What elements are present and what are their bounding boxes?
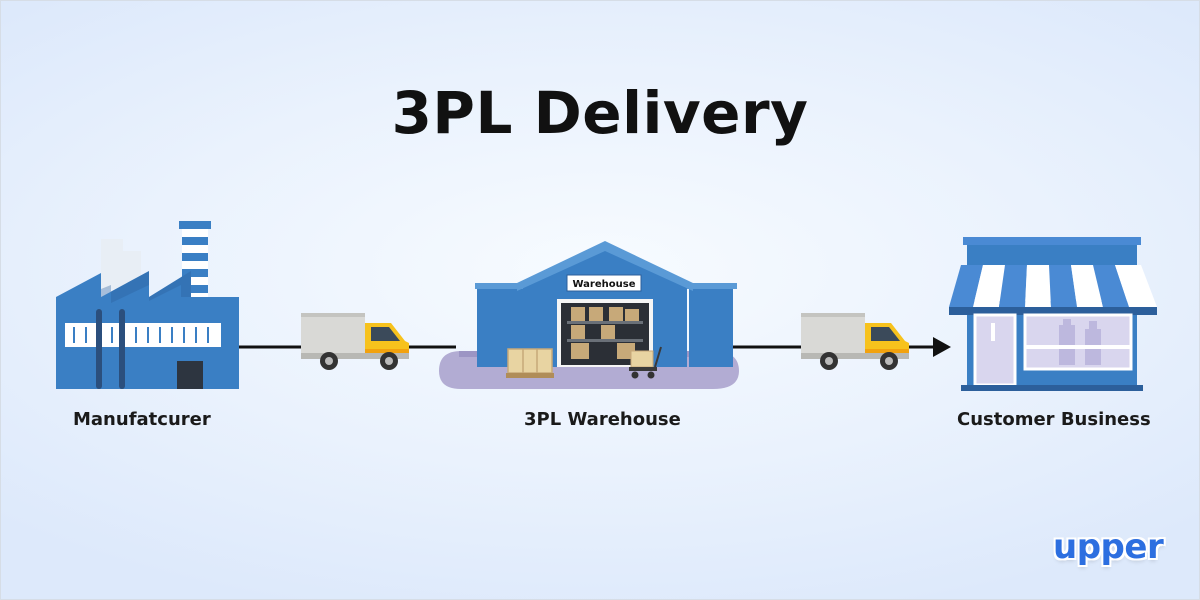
delivery-truck-1-icon bbox=[301, 313, 409, 370]
warehouse-icon bbox=[439, 241, 739, 389]
warehouse-label: 3PL Warehouse bbox=[524, 409, 681, 430]
manufacturer-label: Manufatcurer bbox=[73, 409, 211, 430]
warehouse-sign-label: Warehouse bbox=[573, 279, 636, 290]
delivery-truck-2-icon bbox=[801, 313, 909, 370]
flow-arrowhead bbox=[933, 337, 951, 357]
diagram-title: 3PL Delivery bbox=[391, 79, 809, 147]
upper-logo: upper bbox=[1053, 527, 1164, 567]
store-icon bbox=[949, 237, 1157, 391]
customer-business-label: Customer Business bbox=[957, 409, 1151, 430]
factory-icon bbox=[56, 221, 239, 389]
